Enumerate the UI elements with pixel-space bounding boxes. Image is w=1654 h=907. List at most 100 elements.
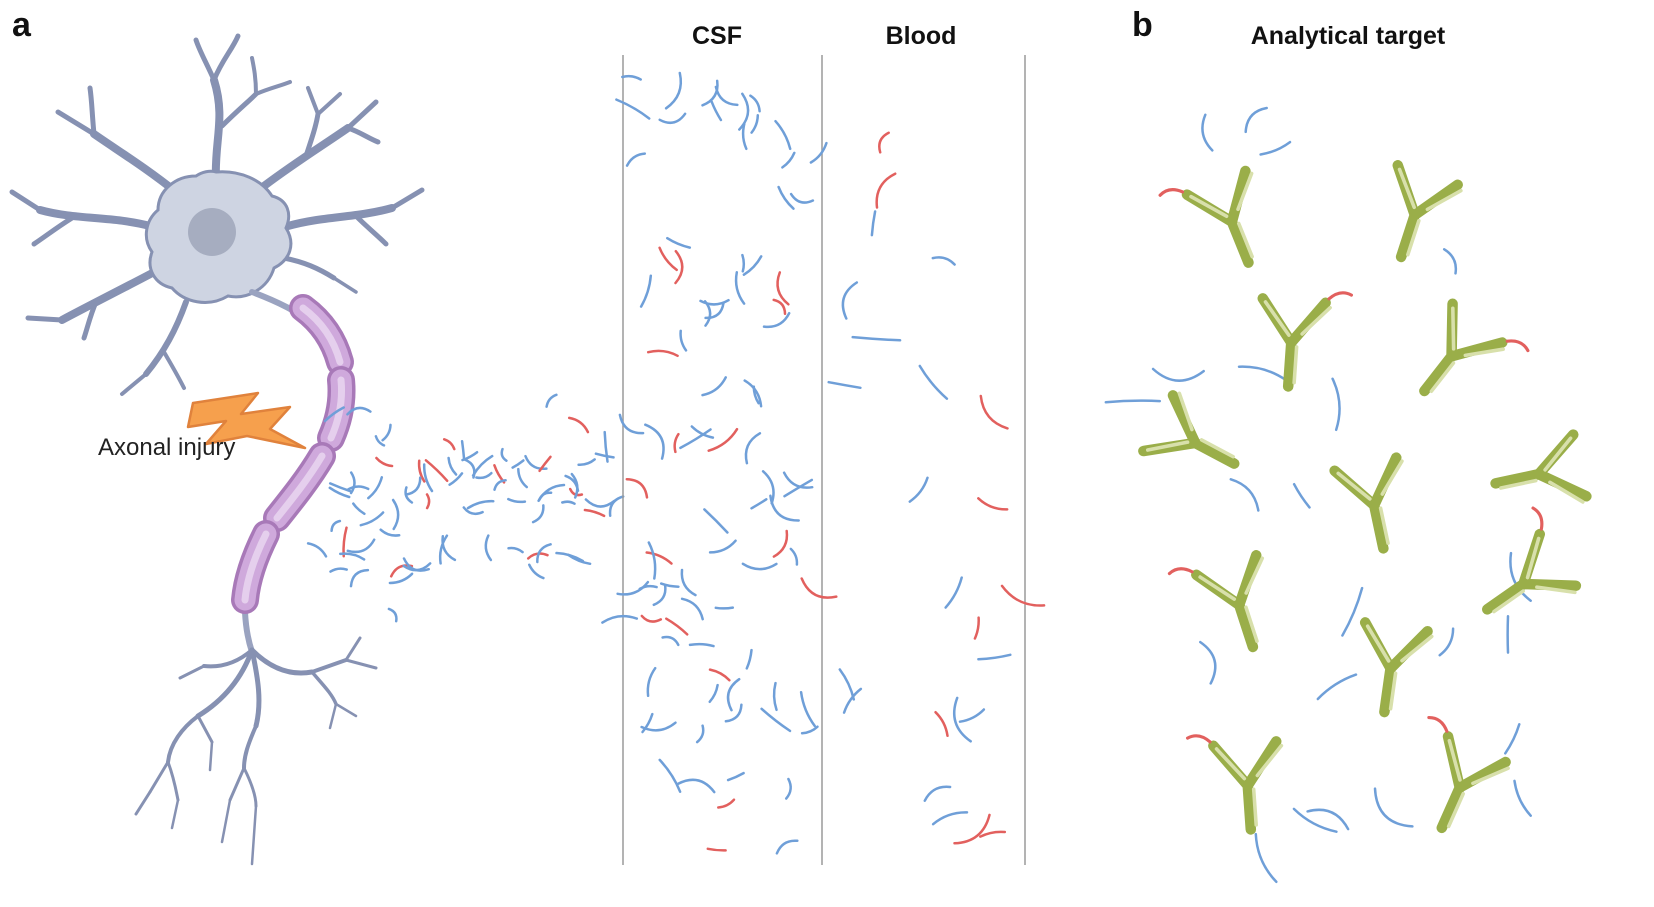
antibody-icon [1392,160,1463,263]
neurofilament-fragment-blue [688,642,715,648]
neurofilament-fragment-blue [741,253,746,273]
neurofilament-fragment-red [646,349,679,358]
neurofilament-fragment-red [673,432,680,454]
neurofilament-fragment-blue [701,79,719,107]
neurofilament-fragment-blue [774,119,792,151]
antibody-icon [1138,390,1240,469]
neurofilament-fragment-red [442,438,456,451]
neurofilament-fragment-red [665,617,689,636]
neurofilament-fragment-blue [545,393,558,408]
neurofilament-fragment-blue [359,511,385,527]
neurofilament-fragment-blue [918,364,949,400]
antibody-icon [1419,298,1530,397]
neurofilament-fragment-red [878,131,890,154]
neurofilament-fragment-blue [466,499,495,510]
neurofilament-fragment-red [417,459,426,483]
neurofilament-fragment-blue [714,606,735,610]
neurofilament-fragment-blue [658,112,687,125]
neurofilament-fragment-blue [724,703,743,723]
neurofilament-fragment-blue [462,506,484,516]
neurofilament-fragment-blue [594,452,615,459]
neurofilament-fragment-blue [1341,586,1364,637]
antibody-icon [1427,715,1511,834]
neurofilament-fragment-blue [601,614,639,624]
neurofilament-fragment-blue [517,467,529,489]
neurofilament-fragment-red [538,455,552,473]
neurofilament-fragment-blue [781,151,796,169]
neurofilament-fragment-blue [750,114,760,134]
neurofilament-fragment-blue [1316,673,1358,701]
neurofilament-fragment-blue [484,534,493,562]
neurofilament-fragment-blue [537,491,553,502]
neurofilament-fragment-blue [1237,365,1288,382]
neurofilament-fragment-blue [750,498,768,510]
lightning-bolt-icon [186,391,307,450]
neurofilament-fragment-blue [1229,478,1260,512]
neurofilament-fragment-blue [1104,399,1162,404]
neurofilament-fragment-blue [404,476,422,496]
neurofilament-fragment-red [776,271,790,306]
neurofilament-fragment-blue [306,542,328,558]
neurofilament-fragment-blue [328,486,351,499]
neurofilament-fragment-blue [447,456,458,476]
neurofilament-fragment-blue [570,472,579,499]
neurofilament-fragment-blue [329,567,348,573]
neurofilament-fragment-blue [726,677,741,712]
neurofilament-fragment-blue [379,528,401,537]
neurofilament-fragment-blue [659,582,680,588]
neurofilament-fragment-blue [352,502,366,516]
neurofilament-fragment-blue [704,301,725,320]
neurofilament-fragment-blue [346,538,376,554]
bound-epitope-red [1531,506,1544,531]
neurofilament-fragment-red [658,246,678,272]
neurofilament-fragment-blue [1509,551,1532,602]
neurofilament-fragment-blue [621,74,642,81]
neurofilament-fragment-red [375,456,394,468]
neurofilament-fragment-blue [745,648,753,670]
neurofilament-fragment-blue [493,478,507,491]
neurofilament-fragment-blue [577,458,596,466]
neurofilament-fragment-blue [784,777,792,800]
neurofilament-fragment-blue [695,724,705,744]
neurofilament-fragment-blue [1306,808,1350,831]
csf-fragments [601,71,838,855]
neurofilament-fragment-blue [441,535,457,562]
antibody-field [1138,160,1592,835]
neurofilament-fragment-blue [944,576,963,609]
neurofilament-fragment-blue [664,71,683,110]
neurofilament-fragment-blue [475,471,493,480]
neurofilament-fragment-red [875,172,897,209]
neurofilament-fragment-blue [701,376,727,397]
neurofilament-fragment-blue [1254,832,1278,884]
axon-terminal [134,636,378,866]
nucleus [188,208,236,256]
neurofilament-fragment-blue [531,504,545,524]
antibody-icon [1167,550,1265,653]
bound-epitope-red [1186,734,1212,744]
neurofilament-fragment-red [640,614,663,623]
neurofilament-fragment-red [342,526,348,558]
neurofilament-fragment-blue [958,708,986,723]
neurofilament-fragment-red [717,798,736,809]
neurofilament-fragment-blue [761,470,775,505]
neurofilament-fragment-blue [708,539,737,554]
neurofilament-fragment-blue [1373,787,1414,828]
neurofilament-fragment-red [567,416,590,434]
neurofilament-fragment-blue [838,668,856,701]
neurofilament-fragment-red [1000,584,1046,607]
neurofilament-fragment-blue [524,454,548,471]
neurofilament-fragment-blue [661,635,680,647]
neurofilament-fragment-blue [615,98,651,120]
antibody-icon [1490,429,1592,504]
neurofilament-fragment-blue [374,435,386,447]
neurofilament-fragment-blue [769,494,800,522]
neurofilament-fragment-red [772,298,787,316]
neurofilament-fragment-blue [603,430,609,463]
neurofilament-fragment-blue [330,519,342,533]
axonal-injury-label: Axonal injury [98,434,235,461]
neurofilament-fragment-blue [690,425,715,439]
neurofilament-fragment-red [934,710,949,738]
neurofilament-fragment-blue [676,778,716,794]
